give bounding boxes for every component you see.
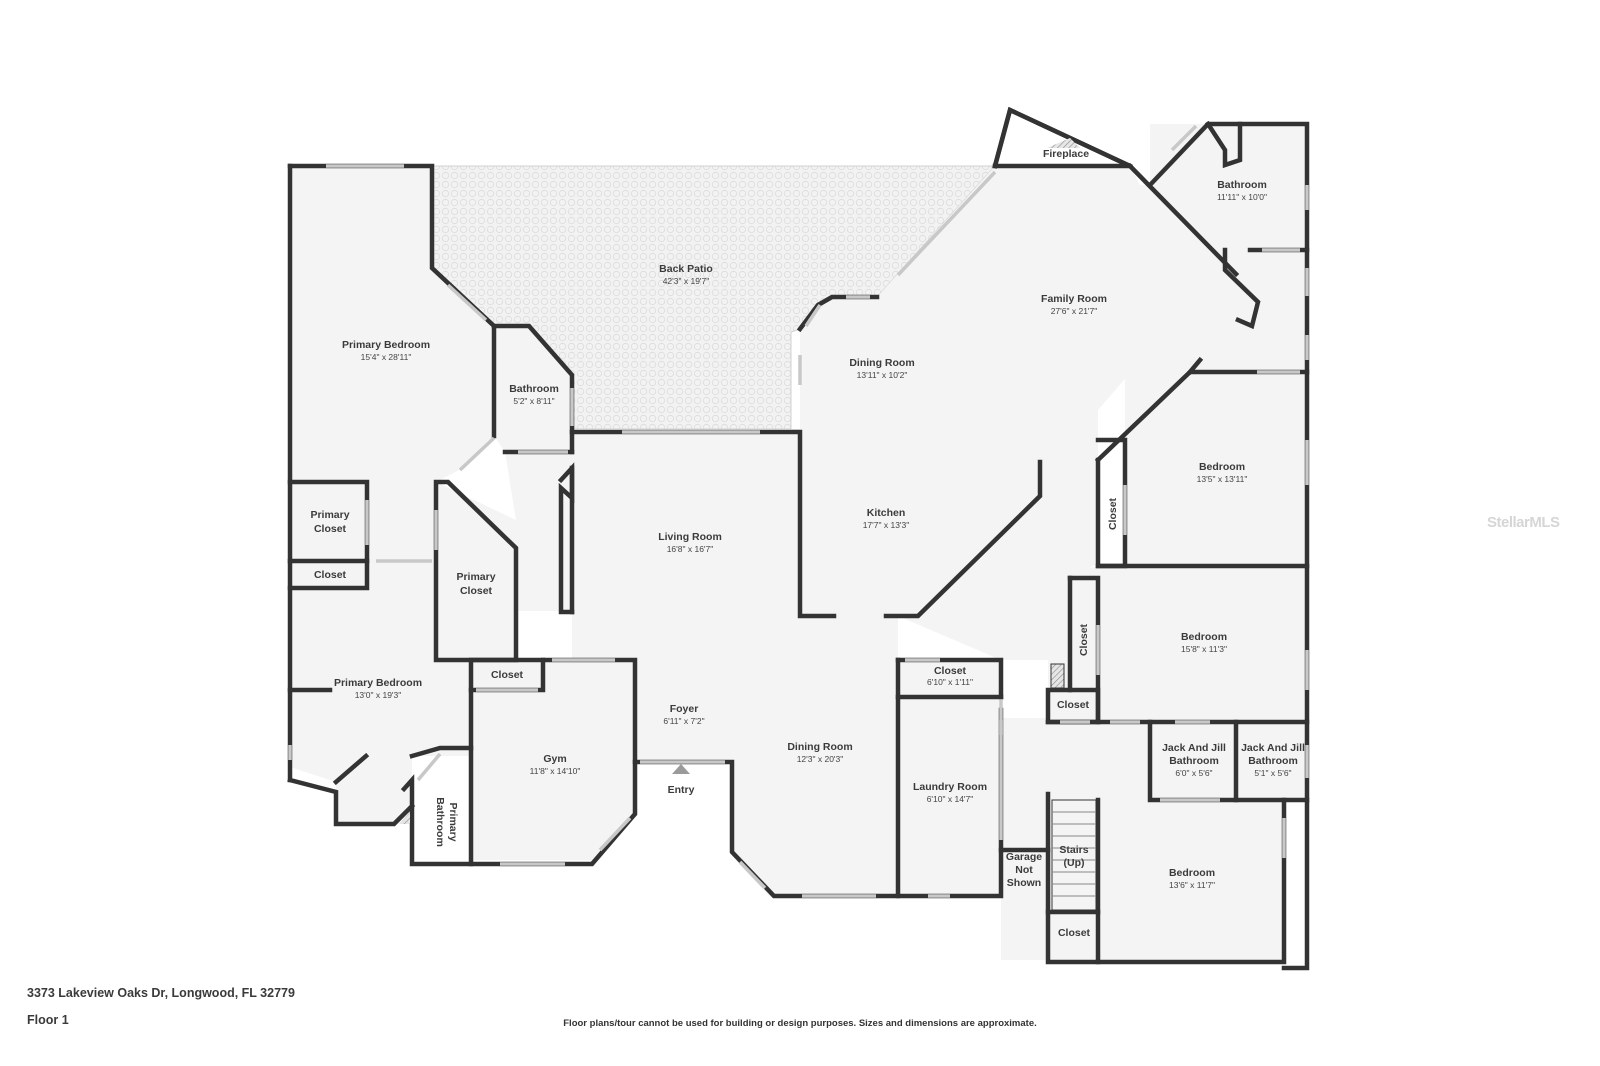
fireplace-name: Fireplace [1043,148,1089,160]
jack-jill-2-line2: Bathroom [1248,755,1298,767]
kitchen-name: Kitchen [867,507,906,519]
family-room-dim: 27'6" x 21'7" [1051,306,1098,316]
foyer-name: Foyer [670,703,699,715]
jack-jill-2-line1: Jack And Jill [1241,742,1305,754]
room-fills [290,124,1307,960]
closet-bed-top-name: Closet [1107,497,1119,530]
garage-line1: Garage [1006,851,1042,863]
dining-room-upper-dim: 13'11" x 10'2" [857,370,908,380]
closet-laundry-name: Closet [934,665,967,677]
closet-bed-mid-v-name: Closet [1078,623,1090,656]
primary-closet-1-line1: Primary [310,509,349,521]
bedroom-bottom-name: Bedroom [1169,867,1215,879]
bedroom-mid-dim: 15'8" x 11'3" [1181,644,1227,654]
living-room-dim: 16'8" x 16'7" [667,544,714,554]
laundry-room-dim: 6'10" x 14'7" [927,794,974,804]
closet-stairs-name: Closet [1058,927,1091,939]
property-address: 3373 Lakeview Oaks Dr, Longwood, FL 3277… [27,986,295,1000]
disclaimer-text: Floor plans/tour cannot be used for buil… [563,1018,1037,1029]
closet-laundry-dim: 6'10" x 1'11" [927,677,973,687]
dining-room-lower-name: Dining Room [787,741,852,753]
bedroom-top-dim: 13'5" x 13'11" [1197,474,1248,484]
laundry-room-name: Laundry Room [913,781,987,793]
garage-line3: Shown [1007,877,1041,889]
family-room-name: Family Room [1041,293,1107,305]
back-patio-dim: 42'3" x 19'7" [663,276,710,286]
windows [288,124,1309,898]
bedroom-top-name: Bedroom [1199,461,1245,473]
closet-hatch [1050,663,1065,689]
stairs-line2: (Up) [1064,857,1085,869]
primary-bedroom-1-dim: 15'4" x 28'11" [361,352,412,362]
kitchen-dim: 17'7" x 13'3" [863,520,910,530]
primary-closet-2-line1: Primary [456,571,495,583]
jack-jill-2-dim: 5'1" x 5'6" [1254,768,1291,778]
back-patio-name: Back Patio [659,263,713,275]
primary-bedroom-2-dim: 13'0" x 19'3" [355,690,402,700]
bathroom-large-name: Bathroom [1217,179,1267,191]
bath-hatch [399,812,410,824]
fireplace-hatch [1047,138,1080,148]
floor-label: Floor 1 [27,1013,69,1027]
dining-room-upper-name: Dining Room [849,357,914,369]
primary-bathroom-line1: Primary [447,802,459,841]
bedroom-bottom-dim: 13'6" x 11'7" [1169,880,1215,890]
bedroom-mid-name: Bedroom [1181,631,1227,643]
entry-name: Entry [668,784,695,796]
closet-left-name: Closet [314,569,347,581]
jack-jill-1-line2: Bathroom [1169,755,1219,767]
stairs-line1: Stairs [1059,844,1088,856]
bathroom-large-dim: 11'11" x 10'0" [1217,192,1267,202]
stairs-treads [1051,799,1097,911]
primary-closet-2-line2: Closet [460,585,493,597]
primary-bedroom-2-name: Primary Bedroom [334,677,422,689]
primary-bedroom-1-name: Primary Bedroom [342,339,430,351]
closet-gym-name: Closet [491,669,524,681]
primary-closet-1-line2: Closet [314,523,347,535]
dining-room-lower-dim: 12'3" x 20'3" [797,754,844,764]
living-room-name: Living Room [658,531,722,543]
closet-bed-mid-h-name: Closet [1057,699,1090,711]
gym-dim: 11'8" x 14'10" [530,766,581,776]
watermark-logo: StellarMLS [1487,514,1560,531]
entry-arrow-icon [672,764,690,774]
garage-line2: Not [1015,864,1033,876]
jack-jill-1-line1: Jack And Jill [1162,742,1226,754]
room-labels: Back Patio 42'3" x 19'7" Primary Bedroom… [310,148,1305,939]
bathroom-small-dim: 5'2" x 8'11" [513,396,554,406]
primary-bathroom-line2: Bathroom [434,797,446,847]
foyer-dim: 6'11" x 7'2" [663,716,704,726]
gym-name: Gym [543,753,566,765]
bathroom-small-name: Bathroom [509,383,559,395]
jack-jill-1-dim: 6'0" x 5'6" [1175,768,1212,778]
